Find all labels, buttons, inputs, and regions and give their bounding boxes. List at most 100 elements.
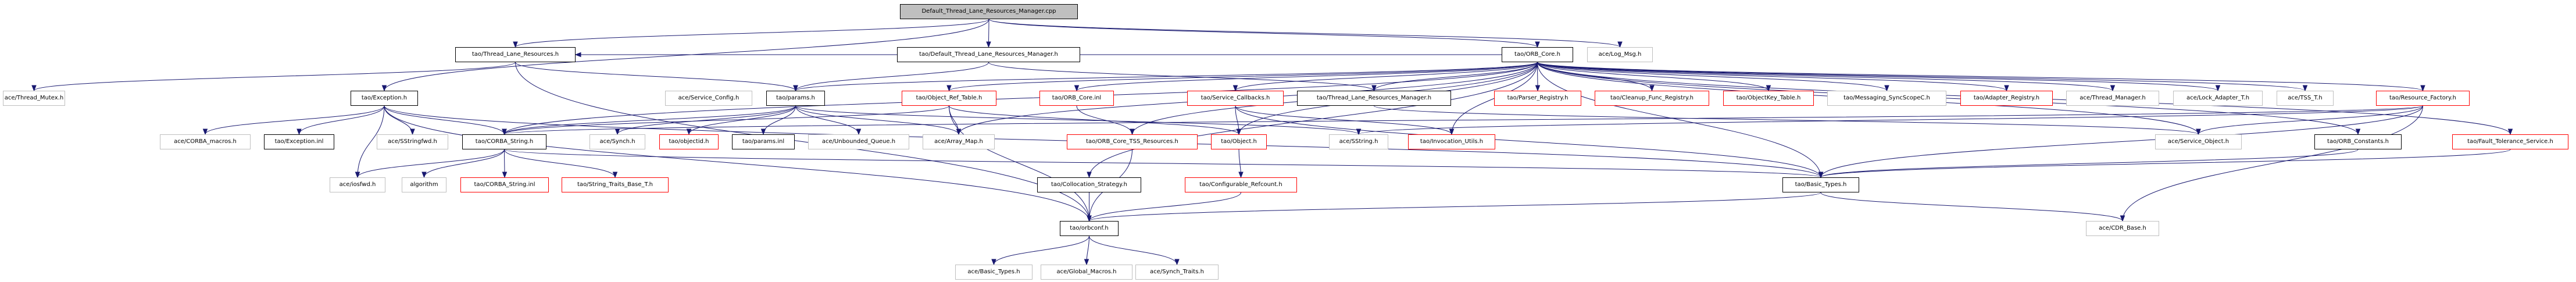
arrowhead-icon [1884,85,1889,92]
edge-dtlrm-h-to-params-h [795,62,989,91]
graph-node-exception-h[interactable]: tao/Exception.h [351,91,418,106]
arrowhead-icon [1087,172,1092,179]
graph-node-exception-inl[interactable]: tao/Exception.inl [264,134,334,149]
edge-resource-factory-to-tao-basic-types [1820,105,2423,178]
edge-params-h-to-sstring-h [795,105,1359,135]
edge-orb-core-h-to-tao-basic-types [1537,62,1821,178]
graph-node-service-callbacks[interactable]: tao/Service_Callbacks.h [1187,91,1284,106]
arrowhead-icon [502,128,507,135]
graph-node-log-msg: ace/Log_Msg.h [1587,47,1653,62]
graph-node-invocation-utils[interactable]: tao/Invocation_Utils.h [1408,134,1495,149]
arrowhead-icon [1236,128,1242,135]
edge-orb-core-h-to-lock-adapter-t [1537,62,2218,91]
graph-node-tlr-h[interactable]: tao/Thread_Lane_Resources.h [455,47,576,62]
edge-exception-h-to-iosfwd [357,105,385,178]
graph-node-cdr-base: ace/CDR_Base.h [2086,221,2159,236]
graph-node-fault-tolerance[interactable]: tao/Fault_Tolerance_Service.h [2452,134,2568,149]
graph-node-orb-core-inl[interactable]: tao/ORB_Core.inl [1039,91,1114,106]
graph-node-resource-factory[interactable]: tao/Resource_Factory.h [2376,91,2470,106]
edge-orb-core-h-to-adapter-registry [1537,62,2007,91]
graph-node-orb-core-h[interactable]: tao/ORB_Core.h [1502,47,1573,62]
edge-object-ref-table-to-orbconf [949,105,1089,222]
graph-node-sstringfwd: ace/SStringfwd.h [377,134,448,149]
graph-node-params-inl[interactable]: tao/params.inl [732,134,795,149]
edge-orb-core-inl-to-orb-core-tss [1076,105,1132,135]
graph-node-tao-basic-types[interactable]: tao/Basic_Types.h [1782,177,1859,192]
graph-node-thread-mutex: ace/Thread_Mutex.h [3,91,65,106]
edge-orb-core-h-to-objectkey-table [1537,62,1769,91]
graph-node-corba-string-h[interactable]: tao/CORBA_String.h [462,134,546,149]
edge-resource-factory-to-corba-string-h [504,105,2423,135]
edge-orb-core-h-to-collocation-strategy [1089,62,1538,178]
arrowhead-icon [381,85,387,92]
graph-node-object-h[interactable]: tao/Object.h [1211,134,1267,149]
graph-node-root[interactable]: Default_Thread_Lane_Resources_Manager.cp… [900,4,1078,19]
graph-node-objectid-h[interactable]: tao/objectid.h [659,134,719,149]
arrowhead-icon [202,128,208,135]
graph-node-corba-macros: ace/CORBA_macros.h [160,134,251,149]
edge-params-h-to-corba-string-h [504,105,796,135]
edge-corba-string-h-to-algorithm [424,149,505,178]
arrowhead-icon [1238,172,1244,179]
graph-node-object-ref-table[interactable]: tao/Object_Ref_Table.h [902,91,996,106]
edge-root-to-tlr-h [515,19,989,48]
edge-corba-string-h-to-iosfwd [357,149,505,178]
edge-orb-core-h-to-resource-factory [1537,62,2423,91]
arrowhead-icon [2110,85,2116,92]
edge-root-to-orb-core-h [988,19,1538,48]
edge-tao-basic-types-to-orbconf [1089,192,1821,222]
graph-node-tlrm-h[interactable]: tao/Thread_Lane_Resources_Manager.h [1297,91,1451,106]
edge-exception-h-to-exception-inl [299,105,385,135]
edge-tlr-h-to-thread-mutex [34,62,516,91]
edge-params-h-to-unbounded-queue [795,105,859,135]
graph-node-synch-h: ace/Synch.h [589,134,645,149]
arrowhead-icon [1087,215,1092,222]
graph-node-adapter-registry[interactable]: tao/Adapter_Registry.h [1960,91,2053,106]
graph-node-string-traits-base[interactable]: tao/String_Traits_Base_T.h [562,177,669,192]
arrowhead-icon [1074,85,1080,92]
arrowhead-icon [1535,41,1540,48]
graph-node-cleanup-func-registry[interactable]: tao/Cleanup_Func_Registry.h [1595,91,1709,106]
graph-node-tss-t: ace/TSS_T.h [2277,91,2334,106]
graph-node-algorithm: algorithm [402,177,446,192]
edge-params-h-to-array-map [795,105,959,135]
graph-node-configurable-refcount[interactable]: tao/Configurable_Refcount.h [1185,177,1297,192]
edge-orbconf-to-ace-basic-types [994,235,1089,265]
arrowhead-icon [1084,259,1089,266]
graph-node-sstring-h: ace/SString.h [1329,134,1388,149]
arrowhead-icon [991,259,996,266]
edge-orb-core-h-to-corba-string-h [504,62,1538,135]
edge-tao-basic-types-to-cdr-base [1820,192,2123,222]
arrowhead-icon [410,128,415,135]
graph-node-orb-core-tss[interactable]: tao/ORB_Core_TSS_Resources.h [1067,134,1198,149]
graph-node-params-h[interactable]: tao/params.h [766,91,825,106]
arrowhead-icon [946,85,952,92]
edge-orb-core-h-to-orb-core-inl [1076,62,1538,91]
arrowhead-icon [686,128,692,135]
edge-configurable-refcount-to-orbconf [1089,192,1241,222]
graph-node-thread-manager: ace/Thread_Manager.h [2066,91,2159,106]
arrowhead-icon [856,128,862,135]
edge-orb-core-h-to-params-h [795,62,1538,91]
graph-node-collocation-strategy[interactable]: tao/Collocation_Strategy.h [1037,177,1141,192]
arrowhead-icon [2420,85,2425,92]
graph-node-corba-string-inl[interactable]: tao/CORBA_String.inl [460,177,549,192]
arrowhead-icon [1617,41,1623,48]
edge-orb-core-h-to-thread-manager [1537,62,2113,91]
arrowhead-icon [1649,85,1655,92]
edge-orb-core-h-to-object-ref-table [949,62,1538,91]
graph-node-parser-registry[interactable]: tao/Parser_Registry.h [1494,91,1581,106]
edge-exception-h-to-orbconf [384,105,1089,222]
graph-node-orb-constants[interactable]: tao/ORB_Constants.h [2314,134,2402,149]
arrowhead-icon [2004,85,2009,92]
graph-node-dtlrm-h[interactable]: tao/Default_Thread_Lane_Resources_Manage… [897,47,1080,62]
graph-node-global-macros: ace/Global_Macros.h [1041,265,1132,280]
graph-node-objectkey-table[interactable]: tao/ObjectKey_Table.h [1723,91,1814,106]
edge-resource-factory-to-cdr-base [2122,105,2423,222]
graph-node-orbconf[interactable]: tao/orbconf.h [1060,221,1119,236]
graph-node-lock-adapter-t: ace/Lock_Adapter_T.h [2173,91,2263,106]
graph-node-messaging-syncscopec: tao/Messaging_SyncScopeC.h [1827,91,1946,106]
edge-exception-h-to-corba-macros [205,105,385,135]
arrowhead-icon [986,41,991,48]
